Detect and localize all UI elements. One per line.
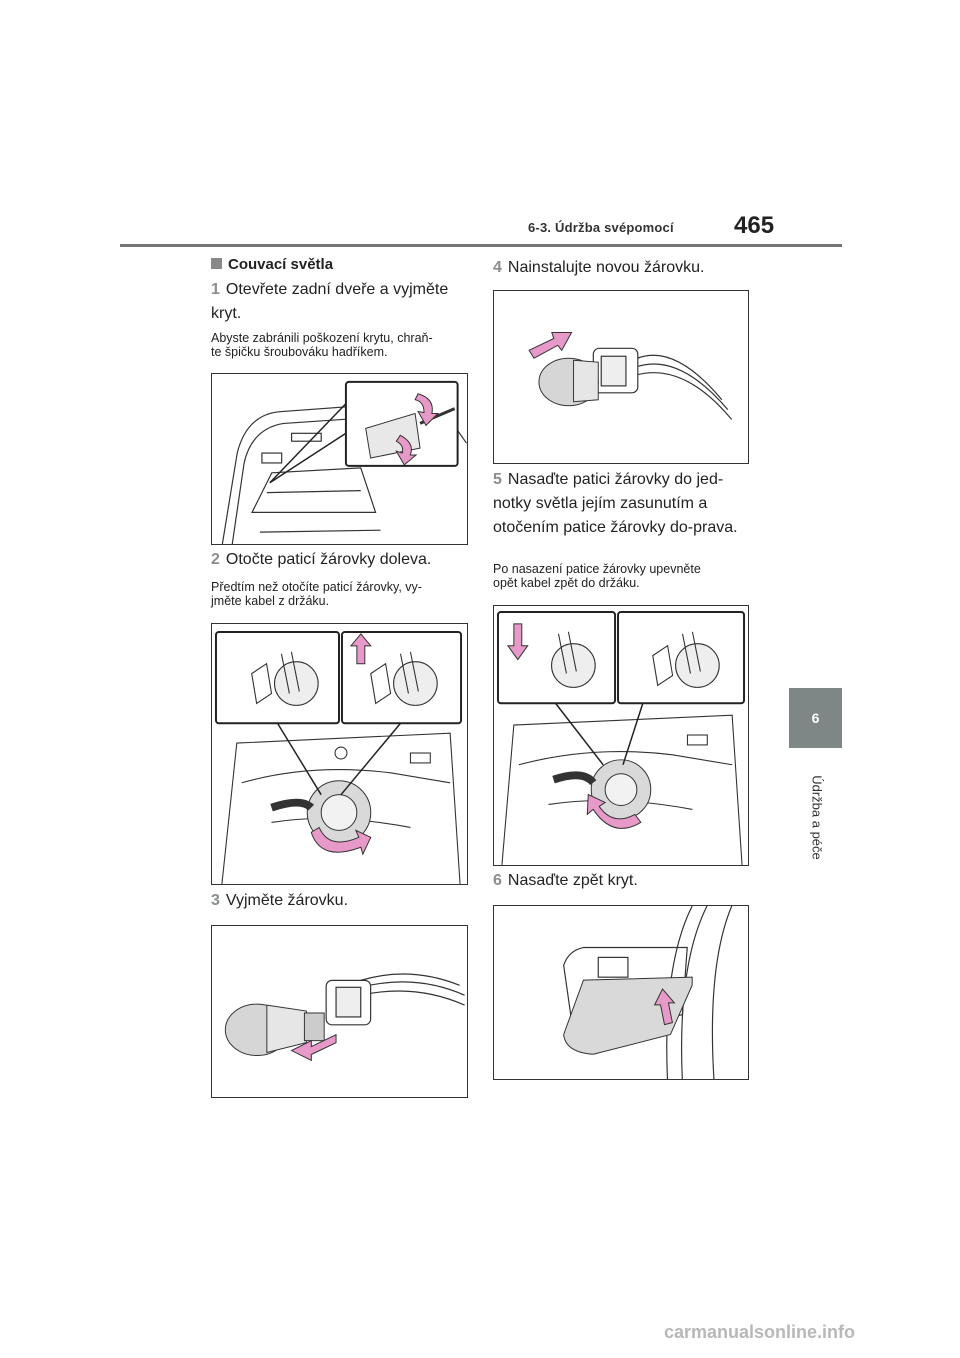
bulb-socket-rotate-left-illustration bbox=[214, 630, 463, 884]
step-number: 6 bbox=[493, 872, 502, 889]
remove-bulb-illustration bbox=[224, 973, 465, 1062]
step-number: 3 bbox=[211, 892, 220, 909]
step-3: 3 Vyjměte žárovku. bbox=[211, 889, 471, 913]
figure-rotate-left bbox=[211, 623, 468, 885]
figure-install-bulb bbox=[493, 290, 749, 464]
step-2: 2 Otočte paticí žárovky doleva. bbox=[211, 548, 471, 572]
step-2-note: Předtím než otočíte paticí žárovky, vy- … bbox=[211, 580, 422, 608]
step-text: Otočte paticí žárovky doleva. bbox=[225, 551, 432, 568]
step-number: 1 bbox=[211, 281, 220, 298]
figure-remove-bulb bbox=[211, 925, 468, 1098]
step-1-note: Abyste zabránili poškození krytu, chraň-… bbox=[211, 331, 433, 359]
step-text: Vyjměte žárovku. bbox=[225, 892, 349, 909]
page-number: 465 bbox=[734, 212, 775, 239]
watermark: carmanualsonline.info bbox=[664, 1322, 856, 1342]
step-5-note: Po nasazení patice žárovky upevněte opět… bbox=[493, 562, 701, 590]
figure-rotate-right bbox=[493, 605, 749, 866]
step-number: 5 bbox=[493, 471, 502, 488]
step-4: 4 Nainstalujte novou žárovku. bbox=[493, 256, 753, 280]
header-rule bbox=[120, 244, 842, 247]
install-bulb-illustration bbox=[528, 332, 733, 420]
step-text: Nainstalujte novou žárovku. bbox=[507, 259, 705, 276]
bulb-socket-rotate-right-illustration bbox=[496, 610, 746, 865]
square-bullet-icon bbox=[211, 258, 222, 269]
step-text: Nasaďte patici žárovky do jed-notky svět… bbox=[493, 471, 738, 536]
step-text: Otevřete zadní dveře a vyjměte kryt. bbox=[211, 281, 449, 322]
chapter-tab: 6 bbox=[789, 688, 842, 748]
reinstall-cover-illustration bbox=[563, 906, 733, 1079]
section-header: 6-3. Údržba svépomocí bbox=[528, 220, 674, 235]
tailgate-cover-illustration bbox=[221, 380, 467, 544]
figure-open-cover bbox=[211, 373, 468, 545]
section-title: Couvací světla bbox=[211, 256, 333, 273]
figure-reinstall-cover bbox=[493, 905, 749, 1080]
chapter-tab-label: Údržba a péče bbox=[809, 775, 825, 860]
step-number: 4 bbox=[493, 259, 502, 276]
chapter-tab-number: 6 bbox=[811, 710, 820, 726]
step-text: Nasaďte zpět kryt. bbox=[507, 872, 638, 889]
step-6: 6 Nasaďte zpět kryt. bbox=[493, 869, 753, 893]
step-number: 2 bbox=[211, 551, 220, 568]
section-title-text: Couvací světla bbox=[228, 256, 334, 273]
